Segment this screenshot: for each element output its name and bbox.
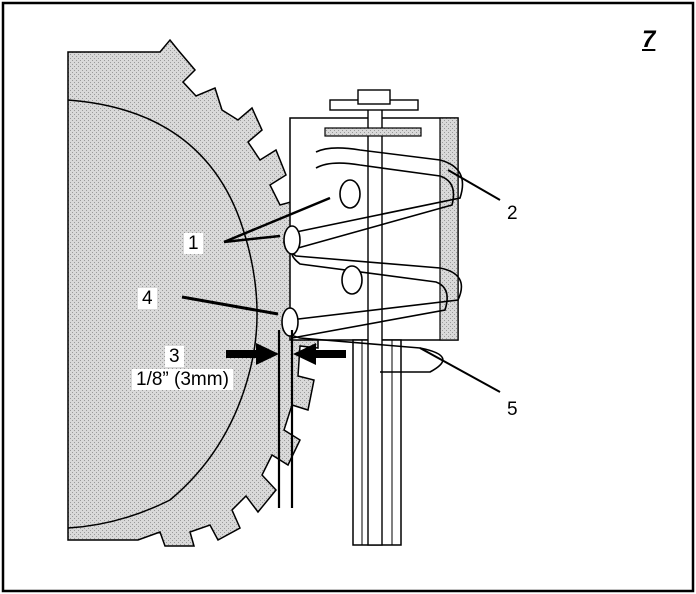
figure-number: 7 <box>642 26 656 53</box>
leader-lines <box>181 169 501 393</box>
top-bolt <box>324 89 422 137</box>
callout-4: 4 <box>138 288 157 309</box>
spring-leg <box>277 330 294 508</box>
gap-measurement-label: 1/8” (3mm) <box>132 369 233 390</box>
notched-disc <box>67 38 319 547</box>
leader-4 <box>181 295 279 316</box>
callout-5: 5 <box>507 399 518 420</box>
leader-1a <box>223 196 331 244</box>
leader-2 <box>447 169 501 201</box>
callout-1: 1 <box>184 233 203 254</box>
leader-1b <box>223 234 281 244</box>
bracket-post <box>289 94 459 546</box>
callout-3: 3 <box>165 346 184 367</box>
gap-arrows <box>226 343 346 365</box>
callout-2: 2 <box>507 203 518 224</box>
leader-5 <box>419 347 501 393</box>
